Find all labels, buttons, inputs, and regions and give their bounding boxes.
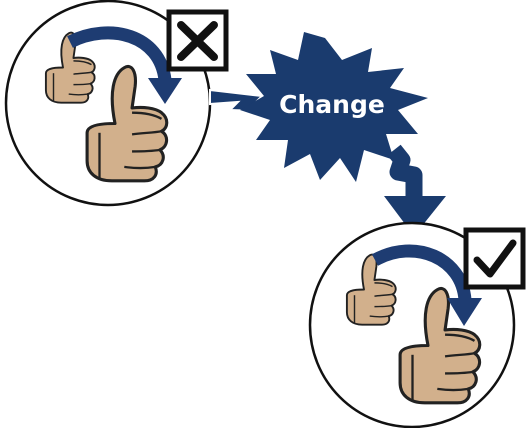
- cross-mark-icon: [169, 12, 226, 69]
- change-label: Change: [279, 90, 385, 119]
- change-connector: Change: [210, 32, 446, 236]
- before-panel: [6, 1, 226, 205]
- after-panel: [310, 223, 523, 427]
- check-mark-icon: [466, 230, 523, 287]
